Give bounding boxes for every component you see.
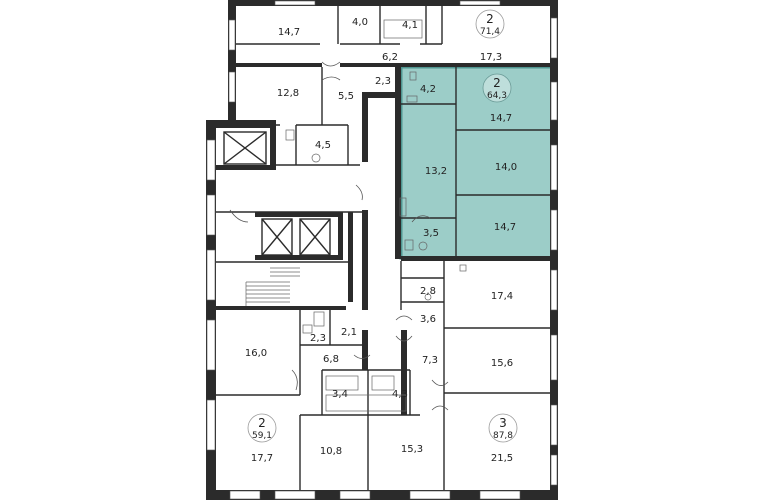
- room-area-label: 14,7: [494, 222, 516, 233]
- room-area-label: 17,3: [480, 52, 502, 63]
- apartment-badge-bottom-right: 3 87,8: [488, 413, 518, 443]
- apartment-area: 87,8: [493, 431, 513, 441]
- room-area-label: 21,5: [491, 453, 513, 464]
- room-area-label: 4,0: [352, 17, 368, 28]
- room-area-label: 4,2: [420, 84, 436, 95]
- room-area-label: 3,4: [332, 389, 348, 400]
- room-area-label: 13,2: [425, 166, 447, 177]
- room-area-label: 15,3: [401, 444, 423, 455]
- room-area-label: 14,0: [495, 162, 517, 173]
- room-area-label: 17,4: [491, 291, 513, 302]
- interior-walls: [216, 6, 556, 490]
- room-area-label: 6,2: [382, 52, 398, 63]
- room-area-label: 4,3: [392, 389, 408, 400]
- apartment-rooms: 2: [486, 12, 494, 26]
- apartment-rooms: 2: [493, 76, 501, 90]
- room-area-label: 17,7: [251, 453, 273, 464]
- room-labels: 14,7 4,0 4,1 17,3 6,2 12,8 2,3 5,5 4,2 1…: [245, 17, 517, 464]
- apartment-rooms: 2: [258, 416, 266, 430]
- room-area-label: 3,6: [420, 314, 436, 325]
- room-area-label: 6,8: [323, 354, 339, 365]
- apartment-area: 59,1: [252, 431, 272, 441]
- room-area-label: 14,7: [278, 27, 300, 38]
- room-area-label: 7,3: [422, 355, 438, 366]
- room-area-label: 2,8: [420, 286, 436, 297]
- room-area-label: 4,5: [315, 140, 331, 151]
- room-area-label: 15,6: [491, 358, 513, 369]
- apartment-badge-bottom-left: 2 59,1: [247, 413, 277, 443]
- room-area-label: 16,0: [245, 348, 267, 359]
- doors: [229, 61, 449, 411]
- room-area-label: 10,8: [320, 446, 342, 457]
- apartment-badge-top-right: 2 71,4: [475, 9, 505, 39]
- room-area-label: 14,7: [490, 113, 512, 124]
- apartment-badge-highlighted: 2 64,3: [482, 73, 512, 103]
- windows: [206, 0, 558, 500]
- fixtures: [285, 19, 467, 412]
- apartment-area: 71,4: [480, 27, 500, 37]
- room-area-label: 5,5: [338, 91, 354, 102]
- room-area-label: 4,1: [402, 20, 418, 31]
- apartment-area: 64,3: [487, 91, 507, 101]
- room-area-label: 2,1: [341, 327, 357, 338]
- room-area-label: 2,3: [375, 76, 391, 87]
- room-area-label: 12,8: [277, 88, 299, 99]
- apartment-rooms: 3: [499, 416, 507, 430]
- room-area-label: 2,3: [310, 333, 326, 344]
- room-area-label: 3,5: [423, 228, 439, 239]
